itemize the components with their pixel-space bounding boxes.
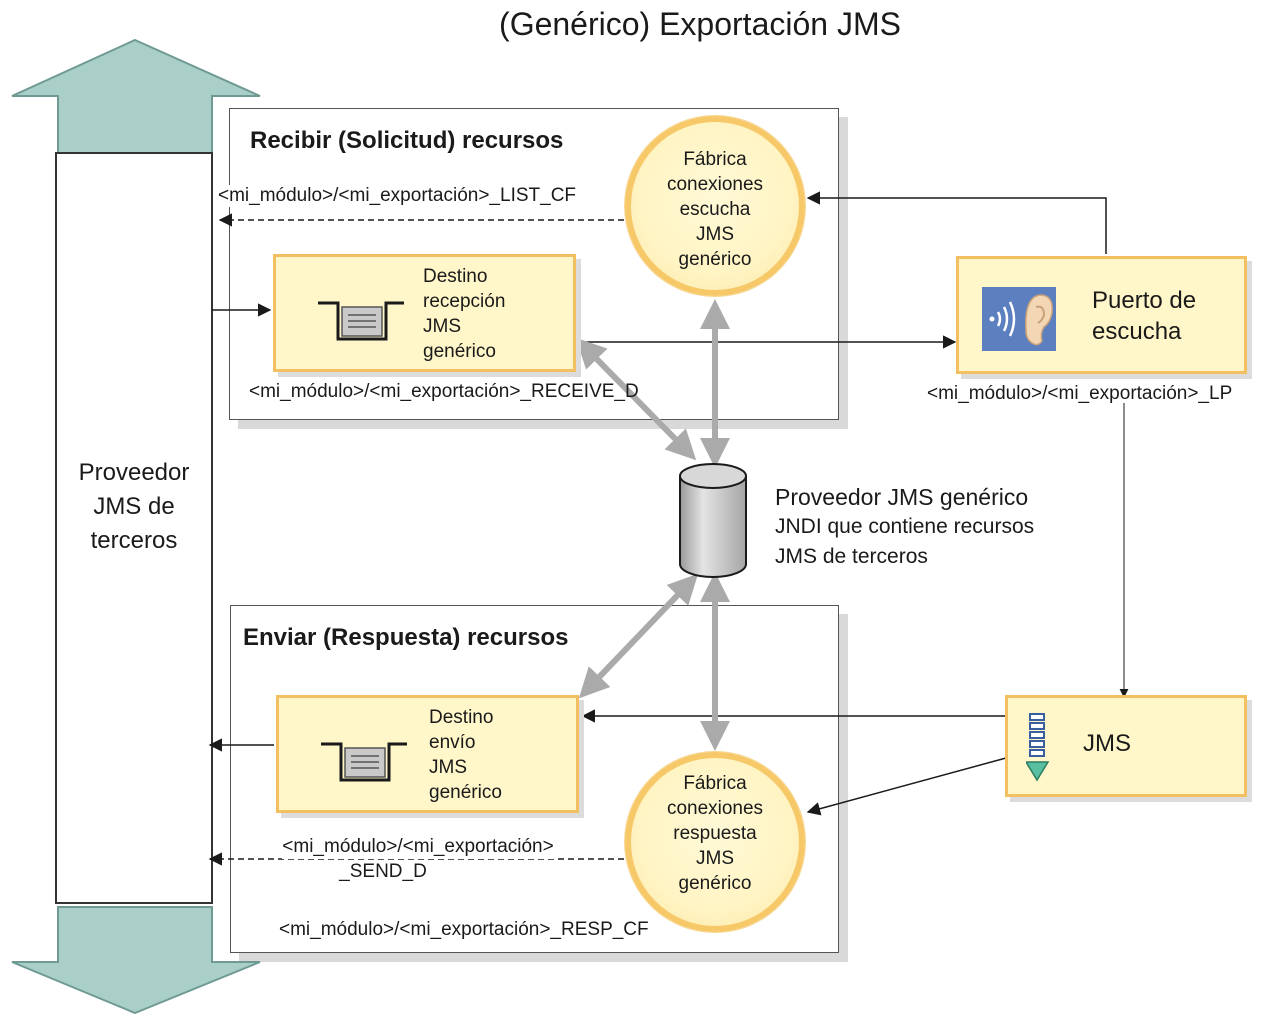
circle-label-line: conexiones — [666, 798, 764, 819]
title-container: (Genérico) Exportación JMS — [0, 0, 1286, 50]
circle-label-line: genérico — [678, 249, 752, 270]
send-destination-box: Destino envío JMS genérico — [276, 695, 579, 813]
circle-label-line: JMS — [696, 848, 734, 869]
circle-label-line: JMS — [696, 224, 734, 245]
diagram-title: (Genérico) Exportación JMS — [499, 6, 901, 42]
jndi-label-line: JMS de terceros — [775, 545, 928, 568]
receive-destination-box: Destino recepción JMS genérico — [273, 254, 576, 372]
ear-sound-icon — [982, 287, 1056, 351]
receive-dest-line: recepción — [423, 291, 506, 312]
send-dest-label-line: <mi_módulo>/<mi_exportación> — [282, 834, 554, 859]
listener-port-line: Puerto de — [1092, 287, 1197, 314]
send-dest-line: Destino — [429, 707, 494, 728]
send-dest-line: genérico — [429, 782, 502, 803]
send-dest-line: JMS — [429, 757, 467, 778]
receive-dest-line: Destino — [423, 266, 488, 287]
response-connection-factory-circle: Fábrica conexiones respuesta JMS genéric… — [625, 752, 805, 932]
circle-label-line: genérico — [678, 873, 752, 894]
third-party-provider-column: Proveedor JMS de terceros — [55, 152, 213, 904]
send-dest-label-line: _SEND_D — [339, 861, 427, 882]
circle-label-line: Fábrica — [683, 149, 747, 170]
receive-group-title: Recibir (Solicitud) recursos — [250, 127, 564, 154]
jndi-label-line: Proveedor JMS genérico — [775, 484, 1029, 510]
listen-connection-factory-circle: Fábrica conexiones escucha JMS genérico — [625, 116, 805, 296]
queue-icon — [318, 301, 404, 341]
jndi-label-line: JNDI que contiene recursos — [775, 515, 1035, 538]
circle-label-line: escucha — [679, 199, 751, 220]
receive-dest-line: genérico — [423, 341, 496, 362]
receive-dest-line: JMS — [423, 316, 461, 337]
circle-label-line: respuesta — [673, 823, 757, 844]
listener-port-box: Puerto de escucha — [956, 256, 1247, 374]
stack-download-icon — [1026, 713, 1050, 782]
provider-label-line: terceros — [90, 527, 178, 554]
send-dest-line: envío — [429, 732, 476, 753]
jndi-label: Proveedor JMS genérico JNDI que contiene… — [775, 482, 1034, 572]
send-dest-label: <mi_módulo>/<mi_exportación> _SEND_D — [258, 834, 578, 884]
circle-label-line: conexiones — [666, 174, 764, 195]
circle-label-line: Fábrica — [683, 773, 747, 794]
ear-sound-icon-glyph — [989, 294, 1053, 346]
send-group-title: Enviar (Respuesta) recursos — [243, 624, 569, 651]
listen-cf-label: <mi_módulo>/<mi_exportación>_LIST_CF — [218, 185, 577, 207]
provider-label-line: JMS de — [93, 493, 175, 520]
receive-dest-label: <mi_módulo>/<mi_exportación>_RECEIVE_D — [249, 381, 639, 402]
resp-cf-label: <mi_módulo>/<mi_exportación>_RESP_CF — [279, 919, 649, 940]
listener-port-sublabel: <mi_módulo>/<mi_exportación>_LP — [927, 383, 1233, 404]
jms-box: JMS — [1005, 695, 1247, 797]
jms-label: JMS — [1083, 730, 1131, 757]
queue-icon — [321, 742, 407, 782]
database-cylinder-icon — [679, 463, 747, 578]
provider-label-line: Proveedor — [78, 459, 190, 486]
listener-port-line: escucha — [1092, 318, 1182, 345]
